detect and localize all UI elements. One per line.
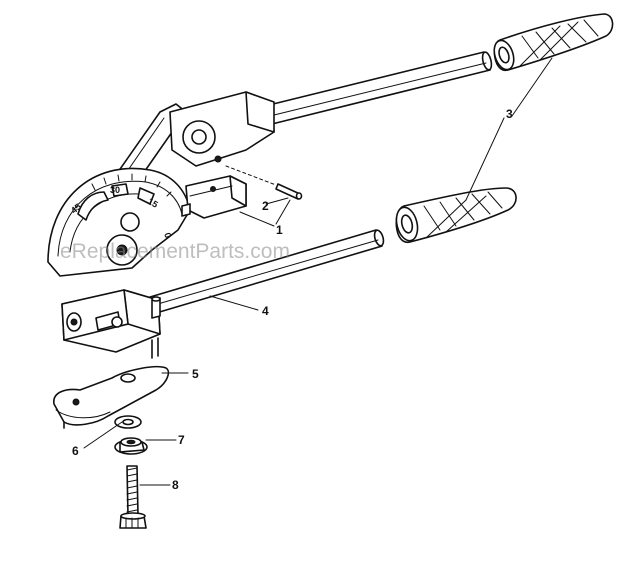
scale-mark-15: 15 — [146, 196, 160, 210]
callout-6: 6 — [72, 444, 79, 458]
watermark: eReplacementParts.com — [60, 240, 290, 263]
scale-mark-30: 30 — [110, 185, 120, 195]
part-1-shoe-block — [181, 175, 247, 219]
part-5-latch-plate — [53, 365, 170, 429]
callout-4: 4 — [262, 304, 269, 318]
callout-8: 8 — [172, 478, 179, 492]
callout-3: 3 — [506, 107, 513, 121]
part-6-washer — [114, 415, 142, 429]
part-3-grip-upper — [493, 13, 614, 71]
upper-lever-handle — [264, 51, 493, 125]
callout-7: 7 — [178, 433, 185, 447]
part-2-pin — [225, 165, 303, 200]
callout-1: 1 — [276, 223, 283, 237]
callout-2: 2 — [262, 199, 269, 213]
leader-lines — [83, 57, 553, 486]
scale-mark-0: 0 — [162, 231, 173, 239]
scale-mark-45: 45 — [69, 201, 83, 215]
callout-labels: 1 2 3 4 5 6 7 8 — [72, 107, 513, 492]
part-7-nut — [114, 437, 148, 455]
callout-5: 5 — [192, 367, 199, 381]
handle-yoke — [169, 91, 275, 167]
part-3-grip-lower — [395, 187, 517, 243]
lower-clevis-block — [61, 289, 161, 359]
part-8-bolt — [119, 465, 147, 529]
